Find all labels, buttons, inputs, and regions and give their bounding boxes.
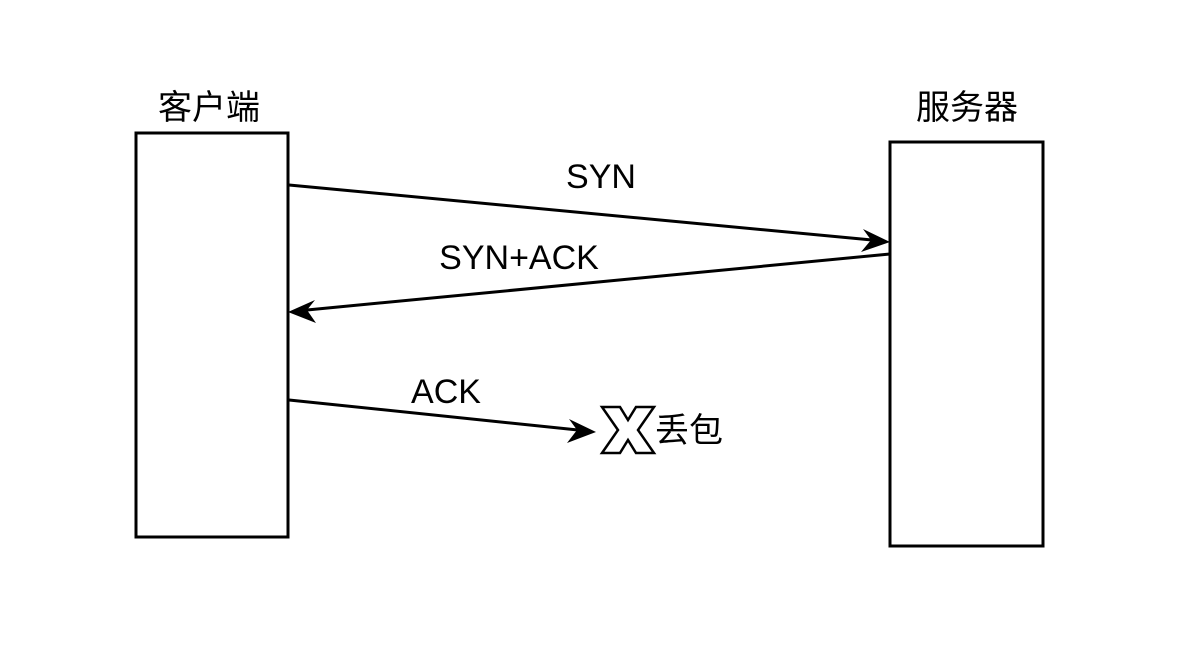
synack-label: SYN+ACK [439, 239, 599, 277]
syn-label: SYN [566, 158, 636, 196]
ack-arrowhead [567, 419, 596, 443]
packet-loss-label: 丢包 [655, 411, 723, 451]
ack-message: ACK [288, 373, 596, 443]
server-box [888, 140, 1045, 548]
syn-arrowhead [861, 229, 890, 252]
ack-arrow-line [288, 398, 579, 432]
lost-packet-x-icon [599, 405, 657, 455]
synack-arrow-line [306, 252, 891, 312]
ack-label: ACK [411, 373, 481, 411]
client-box [134, 131, 290, 539]
synack-message: SYN+ACK [288, 239, 891, 323]
syn-message: SYN [288, 158, 890, 252]
client-label: 客户端 [158, 88, 260, 128]
syn-arrow-line [288, 183, 873, 242]
synack-arrowhead [288, 300, 316, 323]
server-label: 服务器 [916, 88, 1018, 128]
